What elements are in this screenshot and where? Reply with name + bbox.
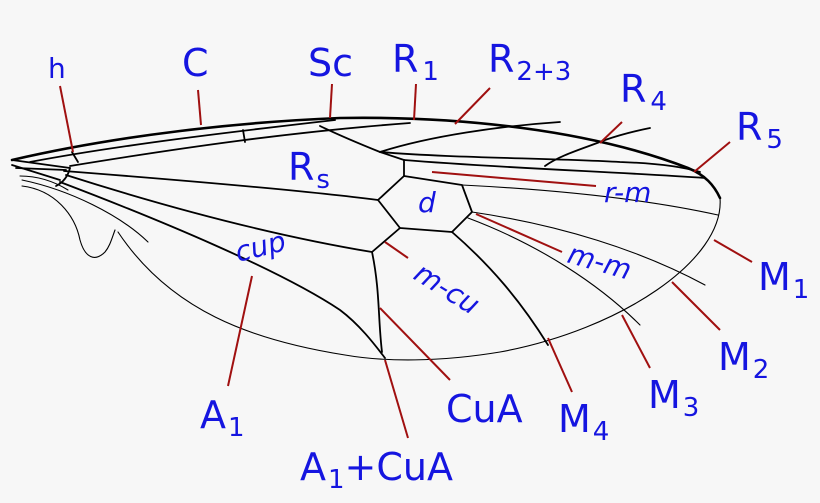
r45-vein (379, 151, 701, 173)
label-c: C (182, 41, 209, 85)
leader-r1 (413, 83, 417, 121)
leader-c (197, 89, 202, 126)
rs-lower (379, 151, 405, 161)
r4-vein (544, 127, 651, 167)
leader-mcu (384, 241, 409, 259)
label-cua: CuA (446, 387, 523, 431)
label-m1: M1 (758, 255, 809, 305)
subcosta-vein (29, 119, 336, 163)
basal-fold (21, 179, 149, 243)
r2plus3-vein (379, 121, 561, 153)
a1-vein (59, 181, 386, 359)
leader-a1 (227, 275, 253, 387)
leader-rm (431, 171, 597, 187)
m3-vein (467, 217, 641, 326)
r5-vein (403, 159, 706, 179)
leader-r5 (693, 141, 731, 173)
wing-outline (10, 116, 722, 361)
r1-vein (69, 122, 411, 167)
leader-m2 (671, 281, 721, 331)
label-rm: r-m (604, 176, 651, 209)
leader-cua (379, 307, 451, 381)
label-r2plus3: R2+3 (488, 37, 571, 87)
label-mcu: m-cu (408, 256, 485, 321)
label-m3: M3 (648, 373, 699, 423)
m2-vein (471, 211, 706, 286)
basal-lobe (21, 185, 116, 258)
mcu-crossvein (371, 227, 401, 253)
label-m2: M2 (718, 335, 769, 385)
label-a1pluscua: A1+CuA (300, 445, 453, 495)
leader-r4 (599, 121, 623, 144)
label-sc: Sc (308, 41, 353, 85)
rs-stem (319, 125, 381, 153)
base-line-1 (11, 159, 71, 169)
leader-mm (475, 213, 563, 253)
leader-a1pluscua (384, 359, 409, 439)
leader-sc (329, 83, 333, 119)
label-cup: cup (232, 224, 289, 268)
veins (11, 119, 719, 359)
basal-cross (55, 167, 71, 187)
label-h: h (48, 52, 66, 85)
m4-vein (451, 231, 549, 346)
basal-fold-2 (19, 175, 69, 191)
base-line-3 (15, 167, 67, 171)
label-m4: M4 (558, 397, 609, 447)
leader-r2plus3 (454, 87, 491, 125)
leader-lines (59, 83, 753, 439)
leader-m4 (547, 337, 573, 393)
label-d: d (418, 186, 436, 219)
leader-m3 (621, 314, 651, 369)
label-mm: m-m (564, 237, 635, 287)
leader-m1 (713, 239, 753, 263)
m-stem (63, 170, 379, 201)
label-a1: A1 (200, 393, 245, 443)
label-rs: Rs (288, 145, 330, 195)
leader-h (59, 85, 74, 153)
posterior-margin (117, 197, 721, 361)
cua-vein (65, 174, 383, 353)
m1-vein (461, 184, 719, 216)
